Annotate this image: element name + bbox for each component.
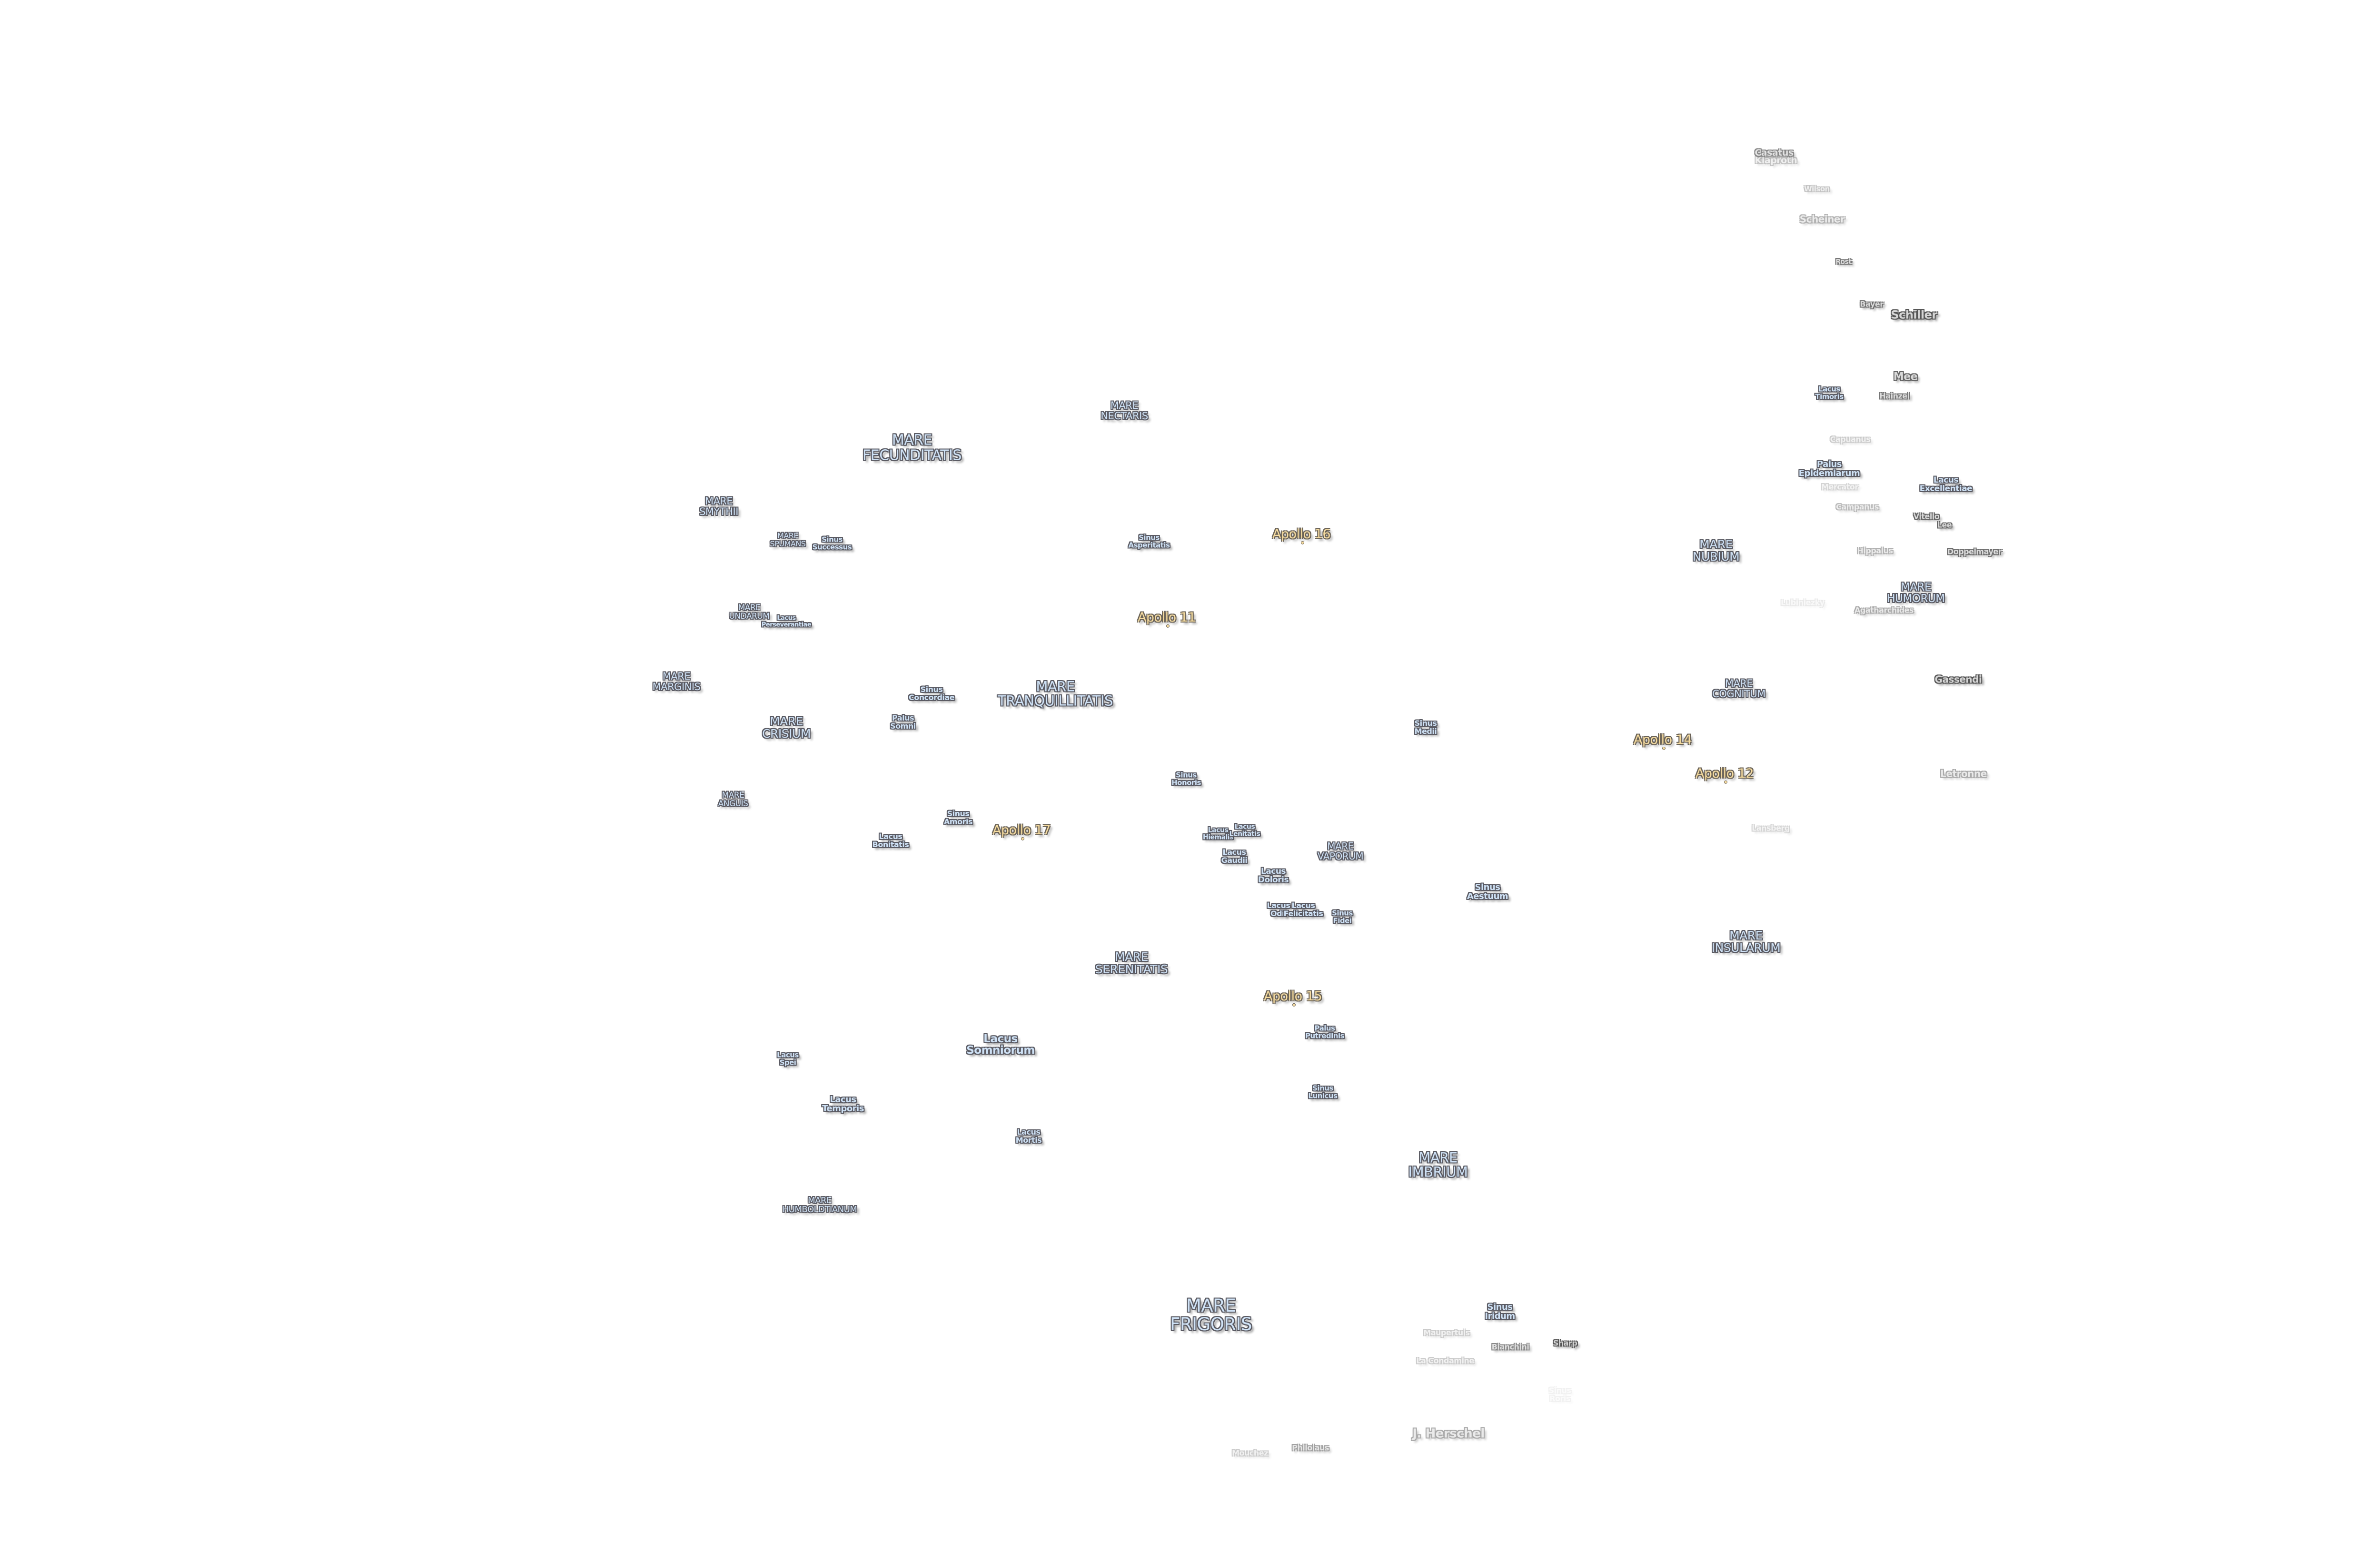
feature-label-mare-spumans: MARE SPUMANS [770, 531, 806, 548]
feature-label-sinus-fidei: Sinus Fidei [1332, 909, 1353, 925]
feature-label-sinus-medii: Sinus Medii [1414, 719, 1437, 736]
feature-label-mare-nectaris: MARE NECTARIS [1101, 399, 1148, 422]
crater-label-hippalus: Hippalus [1857, 546, 1893, 555]
feature-label-mare-tranquillitatis: MARE TRANQUILLITATIS [998, 678, 1113, 709]
crater-label-la-condamine: La Condamine [1416, 1356, 1474, 1365]
feature-label-lacus-doloris: Lacus Doloris [1258, 867, 1289, 885]
crater-label-j-herschel: J. Herschel [1412, 1426, 1485, 1441]
crater-label-sharp: Sharp [1553, 1338, 1577, 1348]
feature-label-lacus-mortis: Lacus Mortis [1015, 1127, 1042, 1145]
crater-label-rost: Rost [1835, 258, 1852, 266]
feature-label-mare-crisium: MARE CRISIUM [762, 714, 811, 741]
feature-label-sinus-lunicus: Sinus Lunicus [1308, 1084, 1338, 1100]
feature-label-lacus-excellentiae: Lacus Excellentiae [1919, 475, 1973, 494]
feature-label-lacus-gaudii: Lacus Gaudii [1221, 848, 1248, 865]
apollo-site-label-apollo-15: Apollo 15 [1263, 988, 1322, 1007]
crater-label-bayer: Bayer [1860, 299, 1884, 309]
crater-label-vitello: Vitello [1913, 512, 1940, 521]
crater-label-casatus: Casatus [1755, 148, 1794, 158]
apollo-site-label-apollo-17: Apollo 17 [992, 822, 1051, 840]
crater-label-hainzel: Hainzel [1879, 391, 1910, 401]
feature-label-sinus-aestuum: Sinus Aestuum [1467, 882, 1508, 901]
feature-label-mare-marginis: MARE MARGINIS [652, 670, 701, 692]
feature-label-sinus-asperitatis: Sinus Asperitatis [1128, 533, 1170, 549]
crater-label-wilson: Wilson [1804, 185, 1830, 194]
crater-label-lansberg: Lansberg [1752, 823, 1790, 833]
crater-label-maupertuis: Maupertuis [1423, 1328, 1470, 1337]
crater-label-sinus-roris: Sinus Roris [1548, 1386, 1571, 1403]
crater-label-philolaus: Philolaus [1292, 1443, 1329, 1453]
crater-label-mouchez: Mouchez [1232, 1448, 1268, 1458]
feature-label-sinus-iridum: Sinus Iridum [1485, 1302, 1515, 1321]
crater-label-doppelmayer: Doppelmayer [1947, 547, 2002, 556]
feature-label-palus-somni: Palus Somni [890, 713, 916, 731]
feature-label-mare-vaporum: MARE VAPORUM [1317, 840, 1364, 862]
feature-label-lacus-bonitatis: Lacus Bonitatis [872, 832, 909, 849]
feature-label-mare-fecunditatis: MARE FECUNDITATIS [863, 432, 962, 464]
feature-label-lacus-timoris: Lacus Timoris [1815, 385, 1844, 401]
crater-label-scheiner: Scheiner [1799, 213, 1845, 225]
feature-label-palus-putredinis: Palus Putredinis [1305, 1024, 1345, 1040]
feature-label-mare-undarum: MARE UNDARUM [729, 603, 770, 621]
apollo-site-label-apollo-14: Apollo 14 [1633, 732, 1692, 750]
feature-label-mare-humboldtianum: MARE HUMBOLDTIANUM [782, 1196, 857, 1215]
feature-label-mare-smythii: MARE SMYTHII [699, 495, 738, 517]
apollo-site-label-apollo-12: Apollo 12 [1695, 766, 1754, 784]
feature-label-lacus-perseverantiae: Lacus Perseverantiae [761, 614, 812, 628]
feature-label-palus-epidemiarum: Palus Epidemiarum [1798, 459, 1860, 478]
feature-label-lacus-odii: Lacus Odii [1267, 901, 1290, 918]
feature-label-sinus-successus: Sinus Successus [812, 535, 852, 551]
crater-label-campanus: Campanus [1836, 502, 1879, 512]
apollo-site-label-apollo-16: Apollo 16 [1272, 526, 1331, 544]
crater-label-schiller: Schiller [1891, 308, 1937, 322]
crater-label-mercator: Mercator [1821, 482, 1858, 492]
crater-label-letronne: Letronne [1940, 768, 1987, 780]
feature-label-mare-humorum: MARE HUMORUM [1887, 581, 1945, 605]
feature-label-sinus-amoris: Sinus Amoris [944, 809, 972, 826]
feature-label-lacus-felicitatis: Lacus Felicitatis [1283, 901, 1323, 918]
feature-label-lacus-temporis: Lacus Temporis [822, 1095, 864, 1114]
feature-label-mare-cognitum: MARE COGNITUM [1712, 677, 1765, 700]
feature-label-mare-nubium: MARE NUBIUM [1692, 537, 1740, 563]
feature-label-lacus-hiemalis: Lacus Hiemalis [1203, 826, 1233, 841]
feature-label-mare-imbrium: MARE IMBRIUM [1408, 1149, 1468, 1180]
feature-label-lacus-spei: Lacus Spei [777, 1050, 799, 1067]
crater-label-klaproth: Klaproth [1755, 155, 1797, 166]
apollo-site-label-apollo-11: Apollo 11 [1137, 610, 1196, 628]
crater-label-agatharchides: Agatharchides [1854, 605, 1914, 615]
feature-label-mare-insularum: MARE INSULARUM [1711, 928, 1781, 955]
feature-label-sinus-concordiae: Sinus Concordiae [908, 685, 955, 702]
feature-label-lacus-somniorum: Lacus Somniorum [966, 1032, 1035, 1057]
crater-label-gassendi: Gassendi [1934, 673, 1982, 685]
crater-label-lee: Lee [1937, 520, 1952, 530]
feature-label-sinus-honoris: Sinus Honoris [1171, 771, 1201, 787]
crater-label-bianchini: Bianchini [1491, 1342, 1529, 1352]
crater-label-mee: Mee [1893, 371, 1918, 383]
feature-label-mare-serenitatis: MARE SERENITATIS [1095, 949, 1168, 976]
crater-label-lubiniezky: Lubiniezky [1781, 598, 1825, 607]
feature-label-lacus-lenitatis: Lacus Lenitatis [1229, 823, 1260, 838]
feature-label-mare-anguis: MARE ANGUIS [718, 791, 748, 809]
crater-label-capuanus: Capuanus [1830, 435, 1871, 444]
feature-label-mare-frigoris: MARE FRIGORIS [1170, 1295, 1252, 1334]
